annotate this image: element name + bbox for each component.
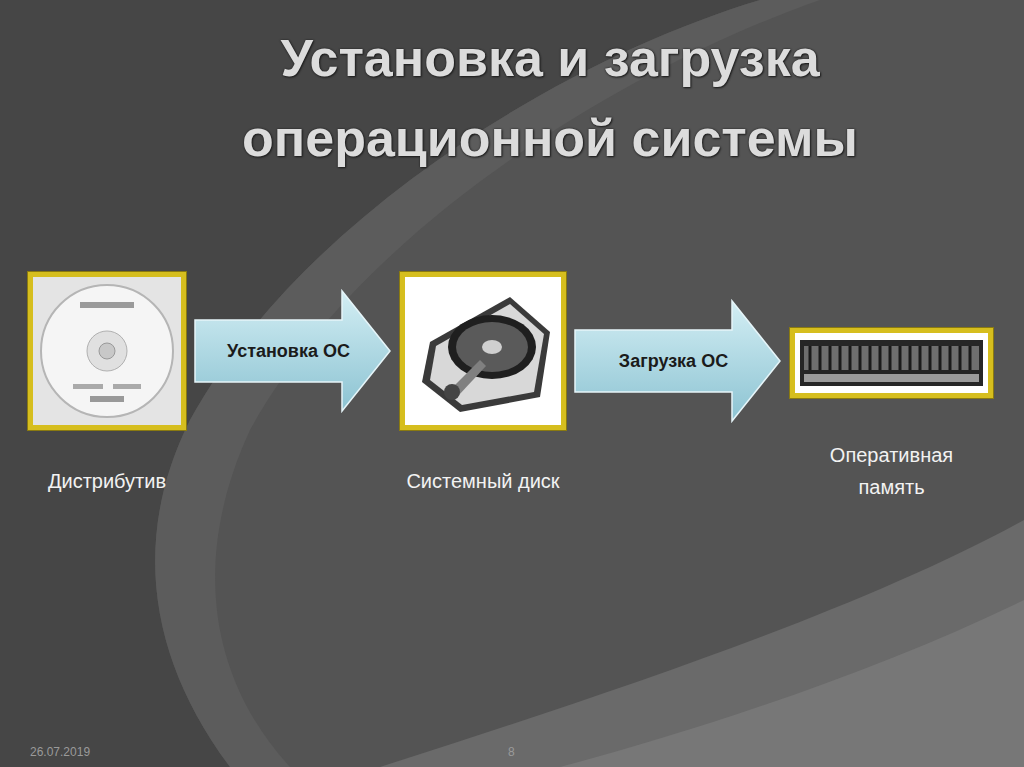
hdd-ground — [405, 277, 561, 425]
hdd-platter-ring — [456, 322, 528, 372]
bottom-swoosh-light — [560, 600, 1024, 767]
hdd-base — [430, 304, 544, 405]
slide-number: 8 — [508, 745, 515, 759]
arrow-label: Установка ОС — [227, 340, 350, 362]
hdd-case — [422, 297, 550, 412]
image-frame: Дистрибутив — [28, 272, 186, 430]
slide-date: 26.07.2019 — [30, 745, 90, 759]
cd-print — [90, 396, 124, 402]
cd-disc — [41, 285, 173, 417]
hdd-pivot — [444, 384, 460, 400]
ram-contacts — [804, 374, 979, 382]
cd-hole — [99, 343, 115, 359]
arrow-label: Загрузка ОС — [619, 350, 728, 372]
node-caption: Дистрибутив — [48, 465, 166, 497]
cd-illustration — [28, 272, 186, 430]
block-arrow — [195, 291, 390, 411]
ram-board — [800, 340, 983, 386]
hdd-illustration — [400, 272, 566, 430]
ram-chip-lines — [810, 346, 970, 370]
hdd-platter — [448, 315, 536, 379]
cd-print — [73, 384, 103, 389]
image-frame: Системный диск — [400, 272, 566, 430]
cd-ground — [33, 277, 181, 425]
node-caption: Системный диск — [406, 465, 559, 497]
ram-ground — [795, 333, 988, 393]
hdd-spindle — [482, 340, 502, 354]
cd-print — [113, 384, 141, 389]
node-caption: Оперативная память — [817, 439, 967, 503]
bottom-swoosh — [380, 520, 1024, 767]
image-frame: Оперативная память — [790, 328, 993, 398]
cd-ring — [87, 331, 127, 371]
cd-print — [80, 302, 134, 308]
ram-chips — [804, 346, 979, 370]
ram-illustration — [790, 328, 993, 398]
block-arrow — [575, 301, 780, 421]
slide-title: Установка и загрузка операционной систем… — [180, 18, 920, 178]
